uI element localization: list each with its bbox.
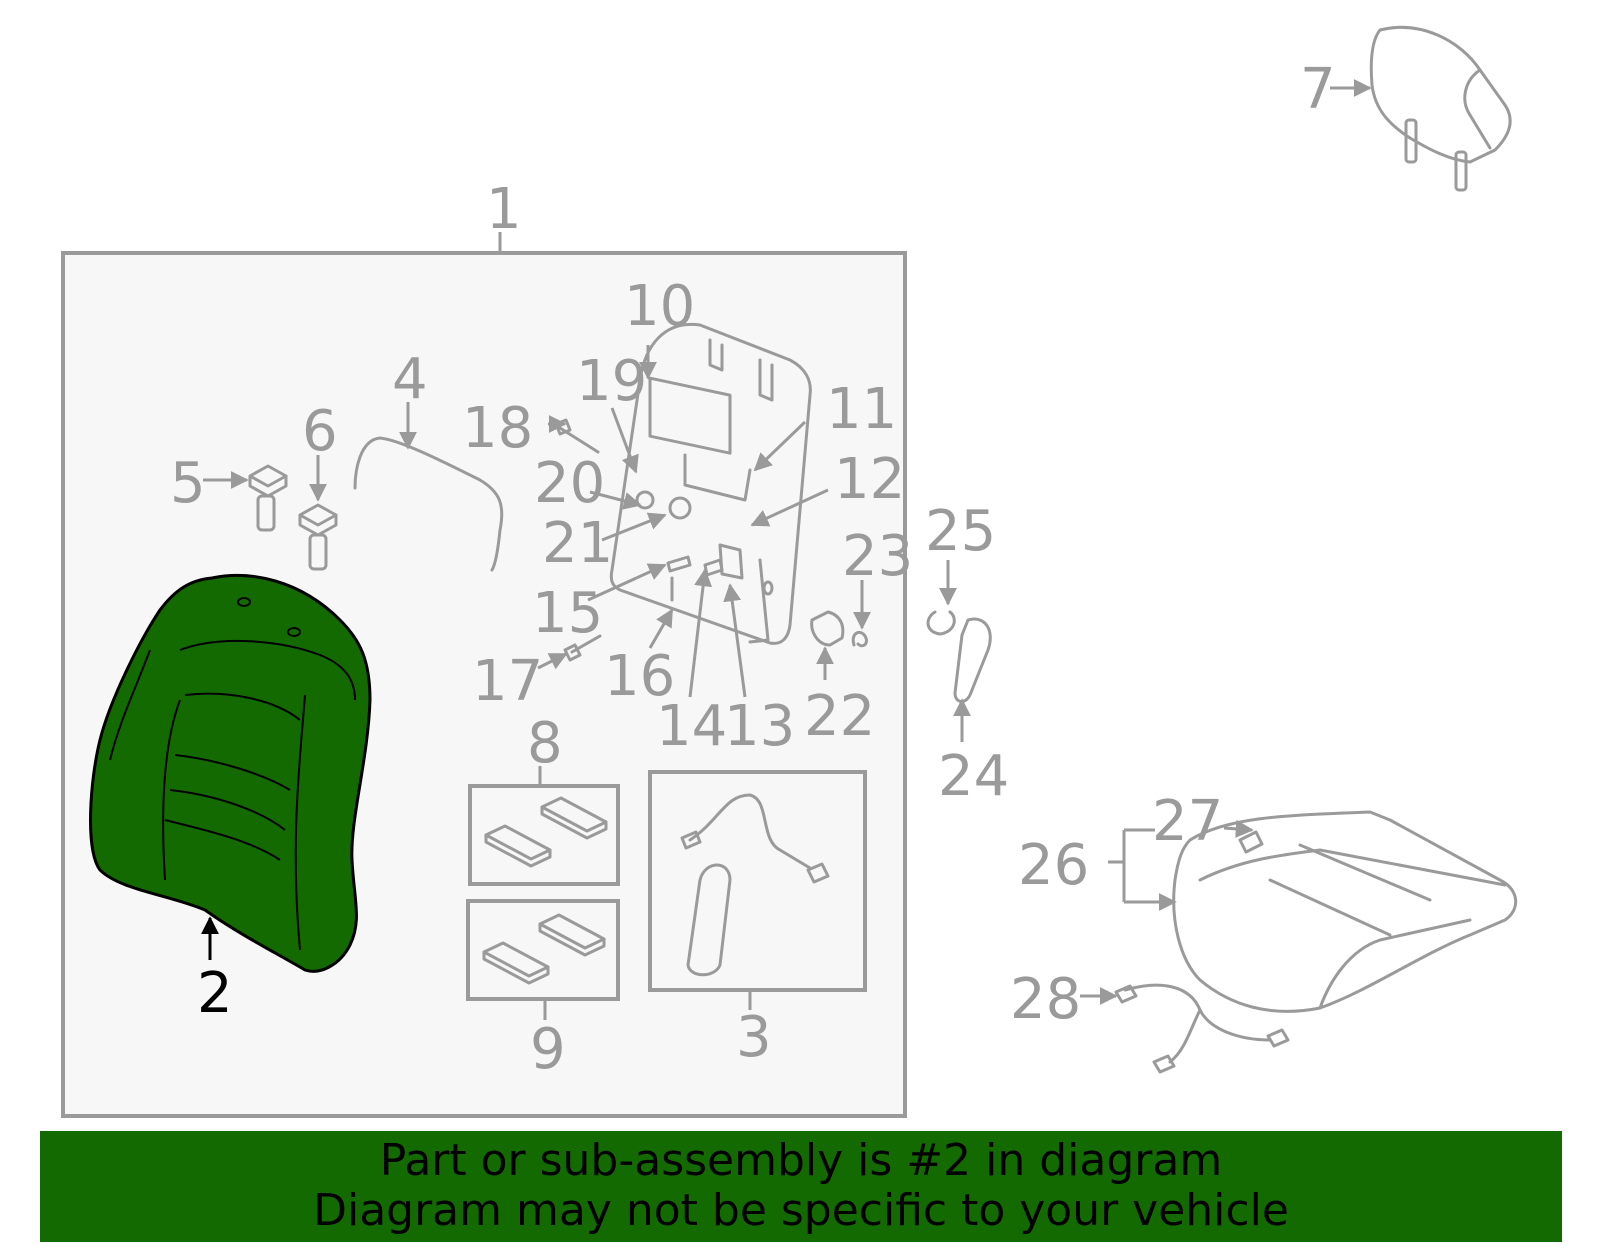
callout-2: 2: [197, 961, 233, 1026]
hook-part-25: [926, 610, 956, 636]
callout-12: 12: [834, 447, 905, 512]
airbag-module-part-3: [680, 793, 830, 977]
callout-22: 22: [804, 684, 875, 749]
callout-23: 23: [842, 524, 913, 589]
callout-19: 19: [576, 349, 647, 414]
bolt-part-6: [298, 503, 338, 571]
notice-banner: Part or sub-assembly is #2 in diagram Di…: [40, 1131, 1562, 1242]
callout-13: 13: [724, 694, 795, 759]
callout-11: 11: [826, 377, 897, 442]
callout-4: 4: [392, 347, 428, 412]
callout-10: 10: [624, 274, 695, 339]
airbag-box-3: [648, 770, 867, 992]
callout-18: 18: [462, 396, 533, 461]
callout-16: 16: [604, 644, 675, 709]
callout-6: 6: [302, 399, 338, 464]
callout-21: 21: [542, 511, 613, 576]
callout-1: 1: [486, 177, 522, 242]
pad-kit-box-9: [466, 899, 620, 1001]
knob-part-22: [810, 610, 845, 647]
bolt-part-5: [248, 464, 288, 532]
pads-part-9: [482, 913, 606, 985]
callout-28: 28: [1010, 967, 1081, 1032]
callout-26: 26: [1018, 833, 1089, 898]
callout-24: 24: [938, 744, 1009, 809]
callout-14: 14: [656, 694, 727, 759]
pad-kit-box-8: [468, 784, 620, 886]
seat-cushion-part-26: [1172, 810, 1518, 1013]
connector-part-27: [1238, 830, 1264, 854]
callout-8: 8: [527, 711, 563, 776]
seat-back-cover-part-2[interactable]: [89, 573, 372, 973]
lever-part-24: [953, 617, 992, 703]
wire-part-4: [353, 436, 504, 572]
callout-27: 27: [1152, 789, 1223, 854]
callout-7: 7: [1300, 57, 1336, 122]
callout-9: 9: [530, 1017, 566, 1082]
callout-17: 17: [472, 649, 543, 714]
headrest-part-7: [1369, 25, 1512, 192]
callout-5: 5: [170, 451, 206, 516]
callout-25: 25: [925, 499, 996, 564]
wire-harness-part-28: [1114, 983, 1290, 1074]
banner-line-1: Part or sub-assembly is #2 in diagram: [379, 1135, 1223, 1186]
clip-part-23: [851, 630, 868, 648]
pads-part-8: [484, 796, 608, 868]
callout-15: 15: [532, 581, 603, 646]
seat-back-frame-part-10: [609, 322, 812, 645]
callout-20: 20: [534, 451, 605, 516]
callout-3: 3: [736, 1005, 772, 1070]
banner-line-2: Diagram may not be specific to your vehi…: [313, 1185, 1289, 1236]
